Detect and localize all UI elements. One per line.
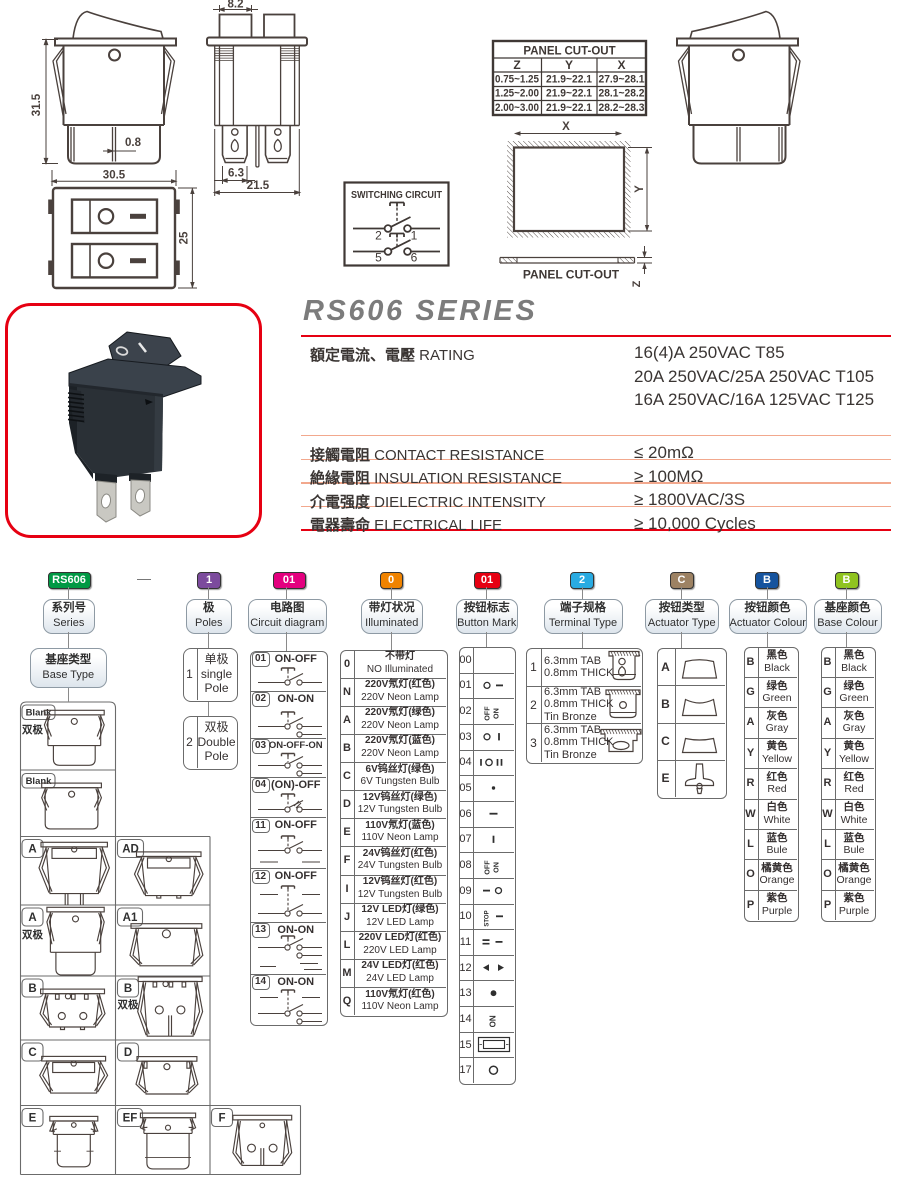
svg-text:28.2~28.3: 28.2~28.3 — [599, 102, 645, 114]
svg-text:F: F — [218, 1113, 225, 1125]
svg-text:X: X — [562, 121, 570, 133]
svg-text:0.75~1.25: 0.75~1.25 — [495, 74, 539, 86]
svg-text:Y: Y — [634, 185, 646, 193]
svg-text:0.8: 0.8 — [125, 137, 142, 149]
svg-text:OFF: OFF — [483, 860, 492, 875]
svg-text:ON: ON — [489, 1015, 498, 1027]
svg-text:21.9~22.1: 21.9~22.1 — [546, 102, 592, 114]
svg-text:21.9~22.1: 21.9~22.1 — [546, 74, 592, 86]
svg-text:2.00~3.00: 2.00~3.00 — [495, 102, 539, 114]
svg-text:1: 1 — [411, 229, 418, 243]
svg-text:B: B — [124, 983, 132, 995]
svg-text:OFF: OFF — [483, 706, 492, 721]
svg-text:STOP: STOP — [485, 910, 491, 926]
svg-text:A: A — [28, 912, 36, 924]
svg-text:21.9~22.1: 21.9~22.1 — [546, 88, 592, 100]
svg-text:SWITCHING CIRCUIT: SWITCHING CIRCUIT — [351, 190, 443, 201]
svg-text:A: A — [28, 844, 36, 856]
svg-text:Y: Y — [565, 58, 573, 72]
svg-text:5: 5 — [375, 251, 382, 265]
svg-text:A1: A1 — [123, 912, 138, 924]
svg-text:双极: 双极 — [21, 723, 43, 736]
svg-text:1.25~2.00: 1.25~2.00 — [495, 88, 539, 100]
svg-text:Blank: Blank — [26, 708, 53, 719]
svg-text:双极: 双极 — [21, 928, 43, 941]
svg-text:6.3: 6.3 — [228, 168, 244, 180]
svg-text:D: D — [124, 1047, 132, 1059]
svg-text:30.5: 30.5 — [103, 170, 126, 182]
svg-text:2: 2 — [375, 229, 382, 243]
svg-text:6: 6 — [411, 251, 418, 265]
svg-text:28.1~28.2: 28.1~28.2 — [599, 88, 645, 100]
svg-text:Z: Z — [631, 280, 643, 287]
svg-text:ON: ON — [492, 862, 501, 873]
svg-text:C: C — [28, 1047, 36, 1059]
svg-text:B: B — [28, 983, 36, 995]
svg-text:27.9~28.1: 27.9~28.1 — [599, 74, 645, 86]
svg-text:X: X — [617, 58, 625, 72]
svg-text:Blank: Blank — [26, 776, 53, 787]
svg-text:PANEL CUT-OUT: PANEL CUT-OUT — [523, 268, 620, 282]
svg-text:31.5: 31.5 — [31, 93, 43, 116]
svg-text:EF: EF — [123, 1113, 138, 1125]
svg-text:ON: ON — [492, 708, 501, 719]
svg-text:AD: AD — [122, 844, 139, 856]
svg-text:21.5: 21.5 — [247, 180, 270, 192]
svg-text:8.2: 8.2 — [228, 0, 244, 11]
svg-text:Z: Z — [513, 58, 520, 72]
svg-text:双极: 双极 — [117, 998, 139, 1011]
svg-text:E: E — [29, 1113, 37, 1125]
svg-text:PANEL CUT-OUT: PANEL CUT-OUT — [523, 46, 615, 58]
svg-text:25: 25 — [179, 231, 191, 244]
